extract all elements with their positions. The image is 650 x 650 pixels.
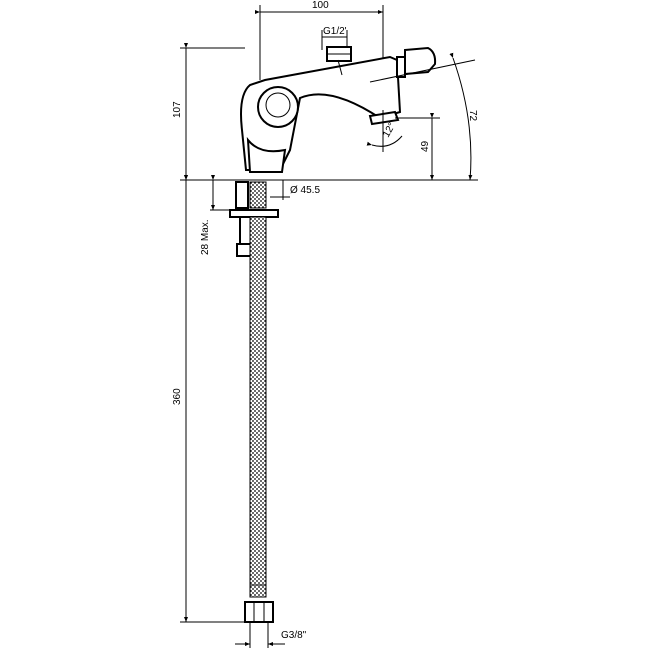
inlet-connector: G1/2' xyxy=(321,26,352,62)
svg-text:107: 107 xyxy=(172,101,183,118)
dimension-deck-thickness: 28 Max. xyxy=(200,175,232,255)
svg-text:360: 360 xyxy=(172,388,183,405)
svg-text:28 Max.: 28 Max. xyxy=(200,219,211,255)
dimension-spout-reach: 72 xyxy=(449,52,478,181)
svg-text:G3/8": G3/8" xyxy=(281,630,307,641)
shank-assembly: Ø 45.5 xyxy=(229,180,320,257)
dimension-hose-length: 360 xyxy=(172,175,245,623)
svg-text:Ø 45.5: Ø 45.5 xyxy=(290,185,320,196)
svg-text:72: 72 xyxy=(467,110,478,122)
lever-handle xyxy=(257,86,299,128)
svg-text:12°: 12° xyxy=(381,121,398,140)
mixer-body xyxy=(240,46,476,173)
svg-text:G1/2': G1/2' xyxy=(323,26,347,37)
svg-text:100: 100 xyxy=(312,0,329,11)
svg-text:49: 49 xyxy=(420,140,431,152)
dimension-height: 107 xyxy=(172,43,245,180)
flexible-hose xyxy=(244,216,274,623)
hose-thread-dimension: G3/8" xyxy=(235,622,307,648)
